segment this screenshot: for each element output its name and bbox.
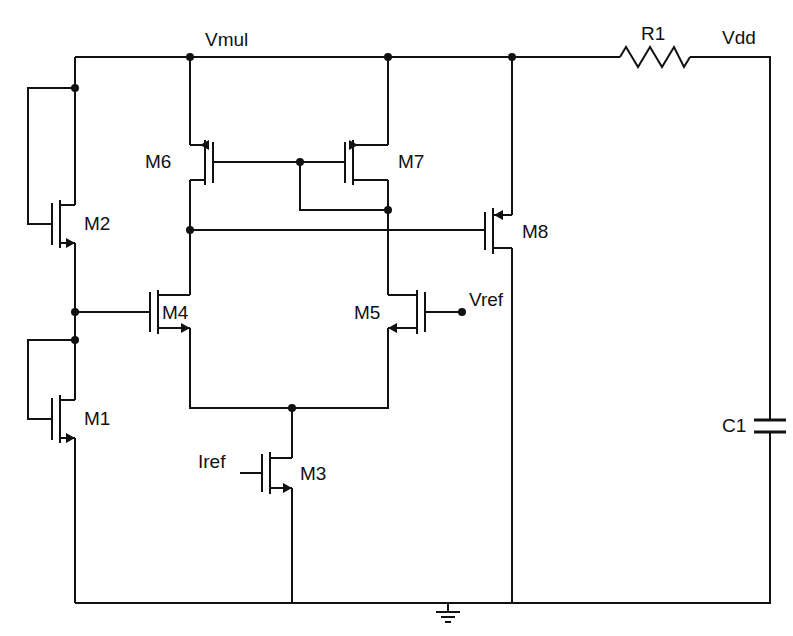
nmos-symbol (52, 395, 75, 443)
transistor-label: M1 (84, 409, 110, 428)
capacitor-label: C1 (722, 416, 746, 435)
ground-symbol (441, 616, 455, 618)
net-label: Vmul (205, 30, 248, 49)
wire (511, 57, 513, 215)
signal-label: Vref (469, 290, 503, 309)
nmos-arrow (283, 483, 292, 493)
junction-dots (71, 53, 516, 412)
wire (189, 180, 191, 295)
transistor-label: M3 (300, 464, 326, 483)
ground-symbol (447, 603, 449, 612)
wire (74, 438, 76, 603)
vdd-wire (690, 57, 770, 420)
nmos-symbol (52, 200, 75, 248)
transistor-label: M8 (522, 222, 548, 241)
supply-label: Vdd (722, 28, 756, 47)
wire (28, 340, 75, 419)
wire (387, 57, 389, 145)
transistor-label: M4 (162, 303, 188, 322)
capacitor-symbol (754, 419, 786, 422)
nmos-arrow (181, 323, 190, 333)
vmul-rail (75, 56, 620, 58)
wire (291, 488, 293, 603)
wire (189, 57, 191, 145)
pmos-arrow (200, 140, 209, 150)
wire (387, 180, 389, 295)
wire (291, 408, 293, 458)
wire (190, 328, 388, 408)
transistor-label: M5 (354, 303, 380, 322)
signal-label: Iref (198, 452, 225, 471)
pmos-arrow (494, 210, 503, 220)
wires (28, 47, 786, 622)
wire (425, 311, 462, 313)
wire (511, 248, 513, 603)
wire (300, 162, 388, 210)
wire (74, 57, 76, 205)
pmos-symbol (485, 208, 512, 254)
nmos-symbol (150, 290, 190, 334)
wire (74, 243, 76, 400)
wire (75, 311, 150, 313)
ground-symbol (436, 611, 460, 613)
nmos-symbol (388, 290, 425, 334)
pmos-arrow (349, 140, 358, 150)
nmos-arrow (66, 238, 75, 248)
ground-rail (75, 432, 770, 603)
wire (28, 88, 75, 224)
nmos-arrow (66, 433, 75, 443)
nmos-symbol (262, 452, 292, 494)
pmos-symbol (345, 140, 388, 185)
wire (213, 161, 345, 163)
transistor-label: M6 (145, 152, 171, 171)
ground-symbol (445, 621, 451, 623)
wire (240, 472, 262, 474)
pmos-symbol (190, 140, 213, 185)
transistor-label: M7 (398, 152, 424, 171)
resistor-symbol (620, 47, 690, 67)
nmos-arrow (388, 323, 397, 333)
resistor-label: R1 (641, 24, 665, 43)
arrowheads (66, 140, 503, 493)
wire (190, 229, 485, 231)
transistor-label: M2 (84, 214, 110, 233)
